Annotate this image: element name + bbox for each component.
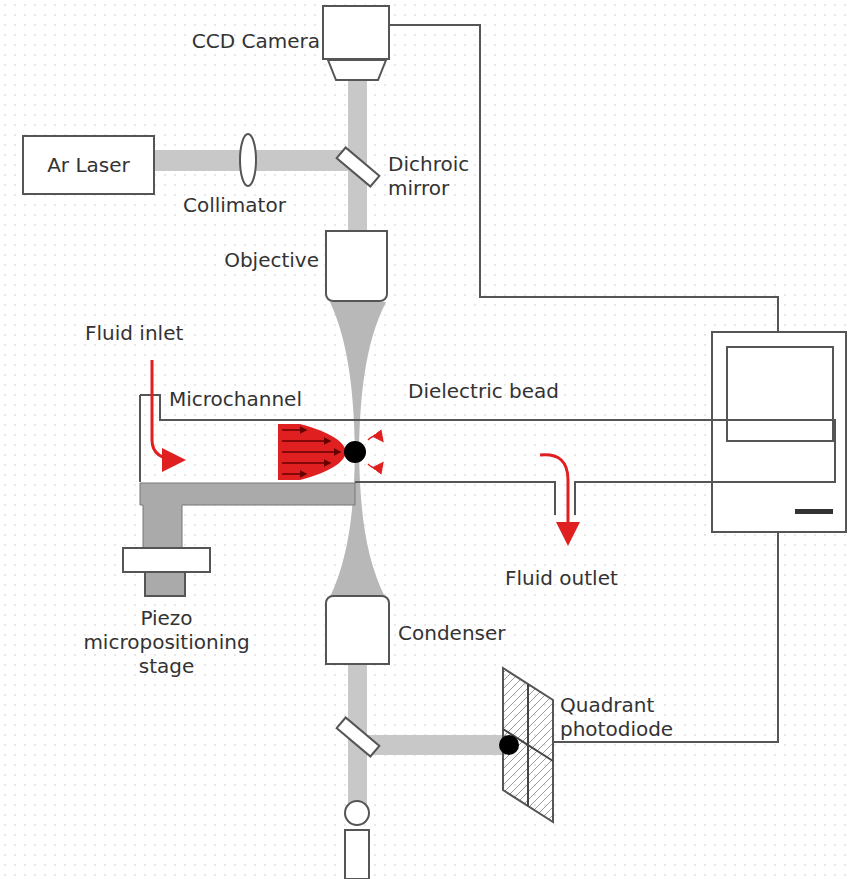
laser-box: Ar Laser xyxy=(22,135,155,195)
photodiode-cable xyxy=(553,532,778,742)
node-label: Piezo micropositioning stage xyxy=(68,606,265,678)
node-label: Ar Laser xyxy=(47,153,130,177)
microchannel: MicrochannelDielectric bead xyxy=(161,421,834,481)
node-label: Dielectric bead xyxy=(408,379,559,403)
part-label: Dichroic mirror xyxy=(388,152,498,200)
focused-beam xyxy=(330,302,386,452)
disk-slot xyxy=(795,509,833,514)
outlet-arrow xyxy=(540,455,568,540)
part-label: Fluid outlet xyxy=(505,566,618,590)
part-label: Fluid inlet xyxy=(85,321,183,345)
piezo-stage: Piezo micropositioning stage xyxy=(123,548,210,596)
channel-mount xyxy=(140,483,355,548)
stage-base xyxy=(145,572,185,596)
objective-lens: Objective xyxy=(325,230,388,302)
node-label: Objective xyxy=(224,248,319,272)
lamp-base xyxy=(345,830,369,879)
collimator-lens xyxy=(240,134,256,186)
stage-plate xyxy=(123,548,210,572)
beam-spot xyxy=(499,735,519,755)
quadrant-photodiode: Quadrant photodiode xyxy=(500,665,556,825)
condenser-lens: Condenser xyxy=(325,595,390,665)
node-label: Quadrant photodiode xyxy=(560,693,688,741)
computer xyxy=(712,332,846,532)
dielectric-bead: Dielectric bead xyxy=(344,441,366,463)
laser-beam xyxy=(155,80,506,805)
wake-arrows xyxy=(368,436,382,468)
node-label: Condenser xyxy=(398,621,506,645)
flow-arrows xyxy=(282,430,340,474)
computer-screen xyxy=(727,347,833,441)
flow-profile xyxy=(278,424,346,480)
lamp xyxy=(345,801,369,825)
mirror xyxy=(337,717,380,756)
ccd-camera: CCD Camera xyxy=(322,5,390,60)
dichroic-mirror xyxy=(337,147,380,186)
diverging-beam xyxy=(330,452,385,597)
node-label: Microchannel xyxy=(169,387,302,411)
node-label: CCD Camera xyxy=(192,29,320,53)
camera-lens xyxy=(328,60,386,80)
part-label: Collimator xyxy=(183,193,286,217)
